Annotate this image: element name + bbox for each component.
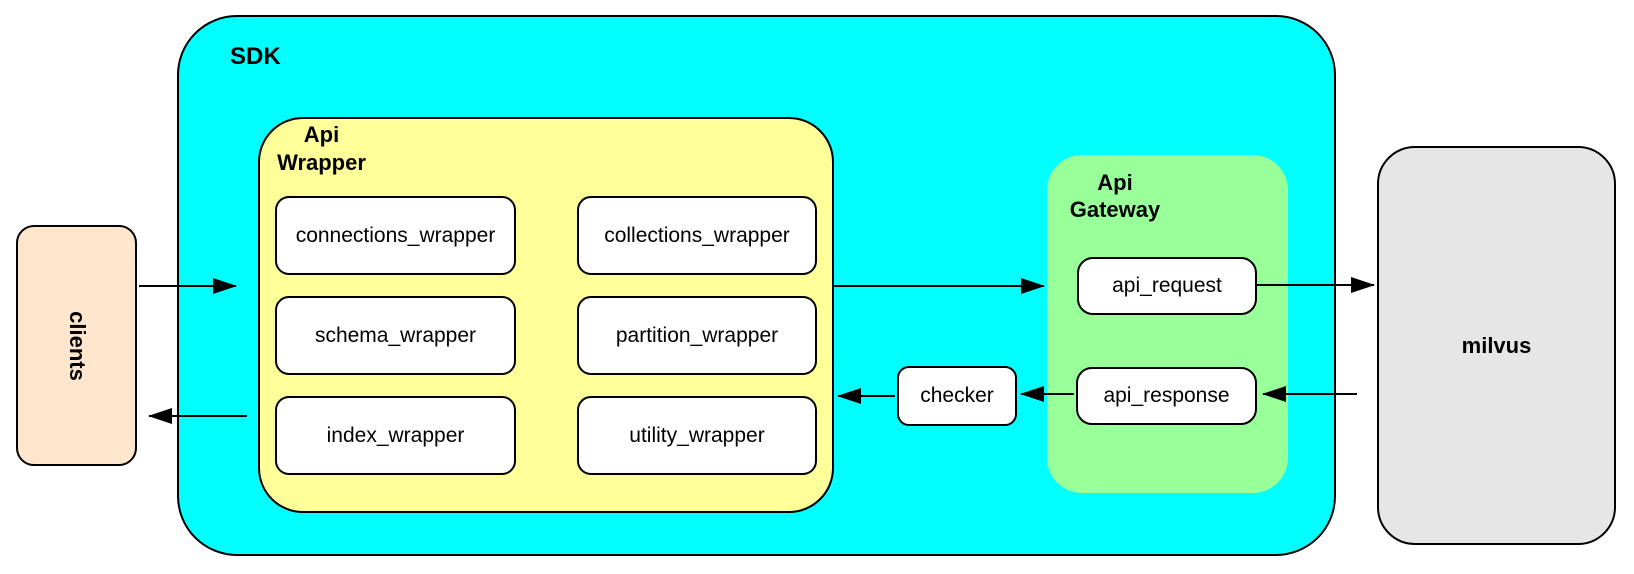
api-gateway-label-line1: Api [1097, 170, 1133, 195]
node-partition-wrapper-label: partition_wrapper [615, 323, 779, 347]
node-sdk-label: SDK [230, 43, 281, 70]
api-wrapper-label-line1: Api [303, 122, 340, 147]
node-api-request-label: api_request [1112, 274, 1222, 297]
node-utility-wrapper-label: utility_wrapper [629, 423, 765, 447]
api-gateway-label-line2: Gateway [1069, 197, 1161, 222]
node-milvus: milvus [1377, 146, 1616, 545]
node-clients: clients [16, 225, 137, 466]
node-partition-wrapper: partition_wrapper [577, 296, 817, 375]
node-api-wrapper: Api Wrapper connections_wrapper collecti… [258, 117, 834, 513]
node-checker: checker [897, 366, 1017, 426]
node-api-gateway: Api Gateway api_request api_response [1047, 155, 1288, 493]
node-clients-label: clients [64, 310, 90, 381]
node-milvus-label: milvus [1461, 332, 1532, 358]
api-wrapper-label-line2: Wrapper [277, 150, 366, 175]
node-schema-wrapper-label: schema_wrapper [314, 323, 477, 347]
node-connections-wrapper: connections_wrapper [275, 196, 516, 275]
node-index-wrapper: index_wrapper [275, 396, 516, 475]
node-collections-wrapper: collections_wrapper [577, 196, 817, 275]
node-sdk: SDK Api Wrapper connections_wrapper coll… [177, 15, 1336, 556]
node-index-wrapper-label: index_wrapper [326, 423, 465, 447]
node-api-response: api_response [1076, 367, 1257, 425]
node-collections-wrapper-label: collections_wrapper [604, 223, 790, 247]
node-api-response-label: api_response [1103, 384, 1230, 407]
node-api-wrapper-label: Api Wrapper [273, 121, 370, 177]
node-checker-label: checker [920, 384, 994, 407]
node-connections-wrapper-label: connections_wrapper [295, 223, 496, 247]
node-utility-wrapper: utility_wrapper [577, 396, 817, 475]
node-api-request: api_request [1077, 257, 1257, 315]
node-api-gateway-label: Api Gateway [1067, 169, 1163, 223]
node-schema-wrapper: schema_wrapper [275, 296, 516, 375]
